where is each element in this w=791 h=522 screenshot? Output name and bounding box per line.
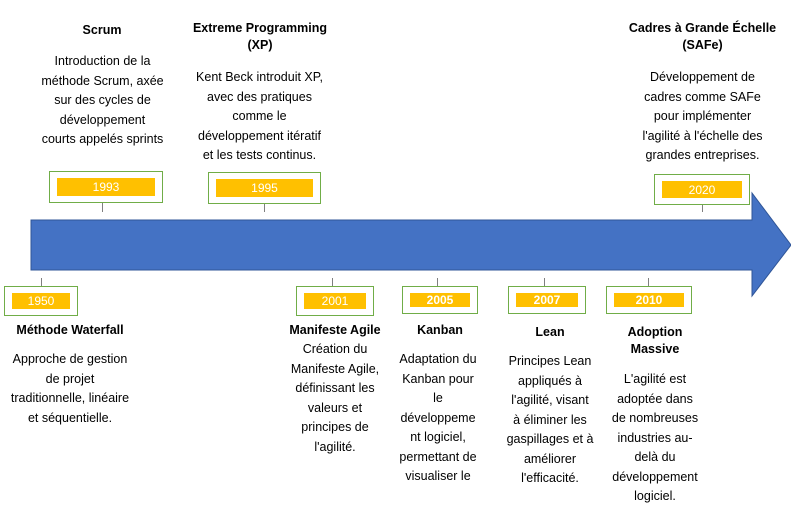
- event-title-adoption: Adoption Massive: [600, 324, 710, 358]
- year-badge-1995: 1995: [208, 172, 321, 204]
- desc-line: avec des pratiques: [207, 89, 312, 104]
- desc-line: courts appelés sprints: [41, 132, 164, 146]
- year-label: 2020: [662, 181, 742, 198]
- year-label: 1993: [57, 178, 155, 196]
- desc-line: grandes entreprises.: [645, 148, 760, 162]
- desc-line: visualiser le: [405, 469, 471, 483]
- event-desc-scrum: Introduction de la méthode Scrum, axée s…: [30, 52, 175, 150]
- tick-1993: [102, 203, 103, 212]
- event-desc-waterfall: Approche de gestion de projet traditionn…: [0, 350, 140, 428]
- desc-line: Kanban pour: [402, 371, 474, 386]
- desc-line: delà du: [634, 450, 676, 464]
- desc-line: et séquentielle.: [27, 410, 113, 425]
- tick-2007: [544, 278, 545, 286]
- event-desc-safe: Développement de cadres comme SAFe pour …: [625, 68, 780, 166]
- title-line: Lean: [535, 325, 565, 339]
- title-line: Cadres à Grande Échelle: [628, 21, 777, 35]
- year-label: 2010: [614, 293, 684, 307]
- event-desc-adoption: L'agilité est adoptée dans de nombreuses…: [595, 370, 715, 507]
- desc-line: sur des cycles de: [54, 93, 151, 107]
- desc-line: améliorer: [523, 451, 577, 466]
- desc-line: de nombreuses: [611, 411, 699, 425]
- desc-line: l'efficacité.: [521, 471, 579, 485]
- timeline-arrow-shape: [30, 191, 791, 298]
- desc-line: Principes Lean: [508, 354, 592, 368]
- desc-line: Manifeste Agile,: [290, 361, 380, 376]
- desc-line: Approche de gestion: [12, 352, 128, 366]
- desc-line: développement: [612, 469, 698, 484]
- event-title-waterfall: Méthode Waterfall: [0, 322, 140, 339]
- event-title-kanban: Kanban: [395, 322, 485, 339]
- year-badge-2005: 2005: [402, 286, 478, 314]
- desc-line: de projet: [45, 371, 95, 386]
- event-title-safe: Cadres à Grande Échelle (SAFe): [620, 20, 785, 54]
- event-desc-lean: Principes Lean appliqués à l'agilité, vi…: [490, 352, 610, 489]
- year-badge-2001: 2001: [296, 286, 374, 316]
- title-line: Adoption: [627, 325, 683, 339]
- desc-line: cadres comme SAFe: [644, 89, 761, 104]
- desc-line: comme le: [232, 109, 287, 123]
- event-title-lean: Lean: [505, 324, 595, 341]
- desc-line: l'agilité à l'échelle des: [642, 128, 763, 143]
- year-badge-1950: 1950: [4, 286, 78, 316]
- desc-line: l'agilité, visant: [511, 393, 589, 407]
- year-badge-2020: 2020: [654, 174, 750, 205]
- event-desc-kanban: Adaptation du Kanban pour le développeme…: [383, 350, 493, 487]
- desc-line: valeurs et: [307, 400, 363, 415]
- tick-2005: [437, 278, 438, 286]
- desc-line: logiciel.: [634, 489, 676, 503]
- title-line: Manifeste Agile: [289, 323, 381, 337]
- year-badge-2010: 2010: [606, 286, 692, 314]
- title-line: Scrum: [82, 23, 122, 37]
- desc-line: appliqués à: [518, 373, 582, 388]
- event-title-manifesto: Manifeste Agile: [270, 322, 400, 339]
- title-line: Kanban: [417, 323, 463, 337]
- desc-line: développeme: [400, 410, 476, 425]
- title-line: (SAFe): [682, 38, 723, 52]
- desc-line: traditionnelle, linéaire: [10, 391, 130, 405]
- event-desc-xp: Kent Beck introduit XP, avec des pratiqu…: [182, 68, 337, 166]
- desc-line: le: [433, 391, 443, 405]
- desc-line: industries au-: [617, 430, 693, 445]
- year-badge-1993: 1993: [49, 171, 163, 203]
- desc-line: Développement de: [650, 70, 755, 84]
- desc-line: L'agilité est: [623, 372, 687, 386]
- desc-line: et les tests continus.: [202, 148, 317, 162]
- title-line: Méthode Waterfall: [16, 323, 124, 337]
- tick-1950: [41, 278, 42, 286]
- desc-line: méthode Scrum, axée: [41, 73, 164, 88]
- desc-line: Introduction de la: [54, 54, 151, 68]
- year-label: 2007: [516, 293, 578, 307]
- year-label: 1995: [216, 179, 313, 197]
- desc-line: à éliminer les: [513, 412, 587, 427]
- year-label: 2001: [304, 293, 366, 309]
- title-line: (XP): [247, 38, 273, 52]
- tick-1995: [264, 204, 265, 212]
- event-title-xp: Extreme Programming (XP): [180, 20, 340, 54]
- year-label: 2005: [410, 293, 470, 307]
- desc-line: Adaptation du: [399, 352, 477, 366]
- year-badge-2007: 2007: [508, 286, 586, 314]
- desc-line: nt logiciel,: [410, 430, 466, 444]
- event-title-scrum: Scrum: [62, 22, 142, 39]
- year-label: 1950: [12, 293, 70, 309]
- desc-line: Création du: [302, 342, 368, 356]
- tick-2001: [332, 278, 333, 286]
- tick-2020: [702, 205, 703, 212]
- desc-line: pour implémenter: [653, 109, 752, 123]
- desc-line: définissant les: [295, 381, 375, 395]
- desc-line: permettant de: [399, 449, 477, 464]
- desc-line: développement: [59, 112, 146, 127]
- title-line: Extreme Programming: [192, 21, 328, 35]
- desc-line: Kent Beck introduit XP,: [196, 70, 323, 84]
- tick-2010: [648, 278, 649, 286]
- desc-line: développement itératif: [198, 128, 321, 143]
- desc-line: l'agilité.: [314, 439, 356, 454]
- desc-line: adoptée dans: [617, 391, 693, 406]
- desc-line: principes de: [301, 420, 369, 434]
- desc-line: gaspillages et à: [506, 432, 594, 446]
- event-desc-manifesto: Création du Manifeste Agile, définissant…: [265, 340, 405, 457]
- title-line: Massive: [630, 342, 680, 356]
